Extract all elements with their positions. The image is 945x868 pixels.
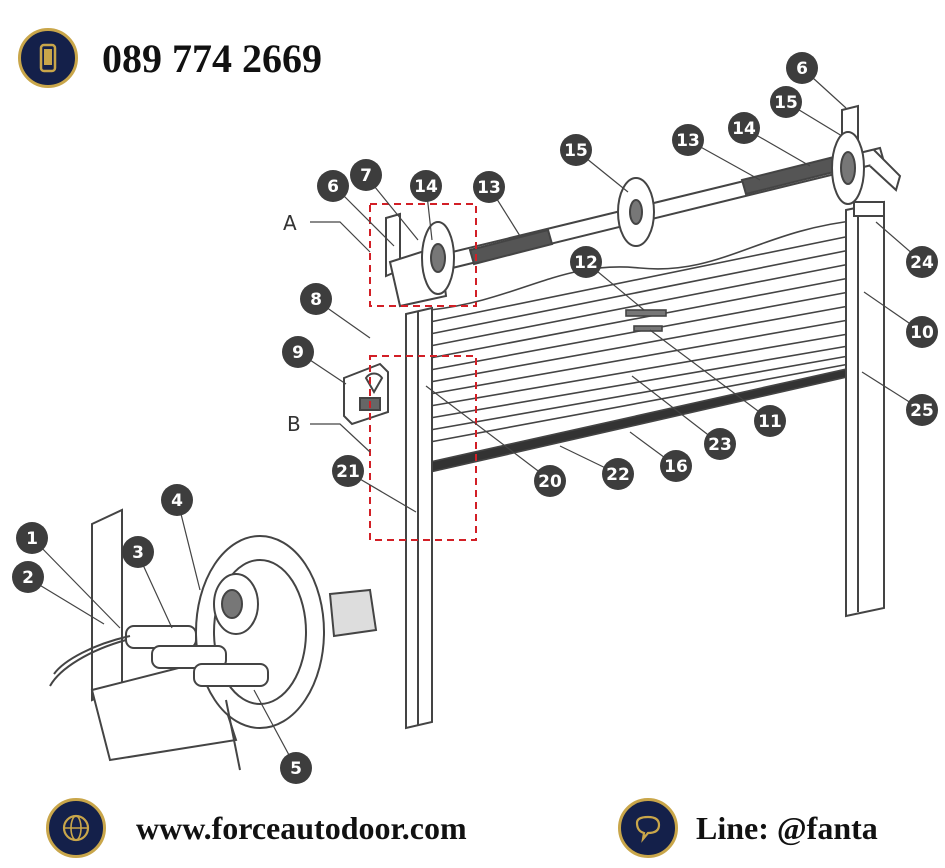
phone-icon	[18, 28, 78, 88]
svg-text:14: 14	[414, 177, 438, 197]
svg-text:2: 2	[22, 568, 34, 588]
svg-text:9: 9	[292, 343, 304, 363]
svg-text:4: 4	[171, 491, 183, 511]
callout-14-right: 14	[728, 112, 760, 144]
svg-text:12: 12	[574, 253, 598, 273]
remote-box	[343, 362, 389, 426]
svg-text:15: 15	[564, 141, 588, 161]
detail-label-b: B	[287, 412, 301, 436]
callout-3: 3	[122, 536, 154, 568]
line-icon	[618, 798, 678, 858]
svg-text:11: 11	[758, 412, 782, 432]
right-bracket	[831, 104, 902, 205]
callout-25: 25	[906, 394, 938, 426]
callout-16: 16	[660, 450, 692, 482]
callout-15-middle: 15	[560, 134, 592, 166]
callout-23: 23	[704, 428, 736, 460]
callout-10: 10	[906, 316, 938, 348]
svg-text:6: 6	[796, 59, 808, 79]
svg-text:21: 21	[336, 462, 360, 482]
callout-13-right: 13	[672, 124, 704, 156]
svg-text:5: 5	[290, 759, 302, 779]
svg-text:16: 16	[664, 457, 688, 477]
callout-7: 7	[350, 159, 382, 191]
svg-text:6: 6	[327, 177, 339, 197]
phone-number[interactable]: 089 774 2669	[102, 35, 322, 81]
svg-text:1: 1	[26, 529, 38, 549]
callout-1: 1	[16, 522, 48, 554]
svg-text:13: 13	[676, 131, 700, 151]
website-contact: www.forceautodoor.com	[46, 798, 467, 858]
middle-wheel	[617, 177, 655, 247]
callout-22: 22	[602, 458, 634, 490]
door-curtain	[429, 219, 861, 474]
callout-4: 4	[161, 484, 193, 516]
left-motor-bracket	[385, 212, 455, 308]
callout-15-right: 15	[770, 86, 802, 118]
callout-9: 9	[282, 336, 314, 368]
www-icon	[46, 798, 106, 858]
callout-24: 24	[906, 246, 938, 278]
detail-label-a: A	[283, 211, 297, 235]
line-id[interactable]: Line: @fanta	[696, 809, 878, 846]
line-contact: Line: @fanta	[618, 798, 878, 858]
callout-5: 5	[280, 752, 312, 784]
svg-text:10: 10	[910, 323, 934, 343]
callout-6-right: 6	[786, 52, 818, 84]
svg-text:20: 20	[538, 472, 562, 492]
svg-text:15: 15	[774, 93, 798, 113]
svg-text:25: 25	[910, 401, 934, 421]
callout-21: 21	[332, 455, 364, 487]
svg-text:13: 13	[477, 178, 501, 198]
callout-11: 11	[754, 405, 786, 437]
svg-text:14: 14	[732, 119, 756, 139]
svg-text:22: 22	[606, 465, 630, 485]
callout-6-left: 6	[317, 170, 349, 202]
motor-detail	[49, 508, 378, 771]
callout-13-left: 13	[473, 171, 505, 203]
detail-boxes	[369, 203, 477, 541]
svg-text:23: 23	[708, 435, 732, 455]
callout-20: 20	[534, 465, 566, 497]
callout-8: 8	[300, 283, 332, 315]
svg-text:7: 7	[360, 166, 372, 186]
callout-14-left: 14	[410, 170, 442, 202]
callout-12: 12	[570, 246, 602, 278]
callout-2: 2	[12, 561, 44, 593]
website-link[interactable]: www.forceautodoor.com	[136, 809, 467, 846]
guide-rails	[405, 200, 885, 730]
svg-text:24: 24	[910, 253, 934, 273]
phone-contact: 089 774 2669	[18, 28, 322, 88]
svg-text:3: 3	[132, 543, 144, 563]
svg-text:8: 8	[310, 290, 322, 310]
